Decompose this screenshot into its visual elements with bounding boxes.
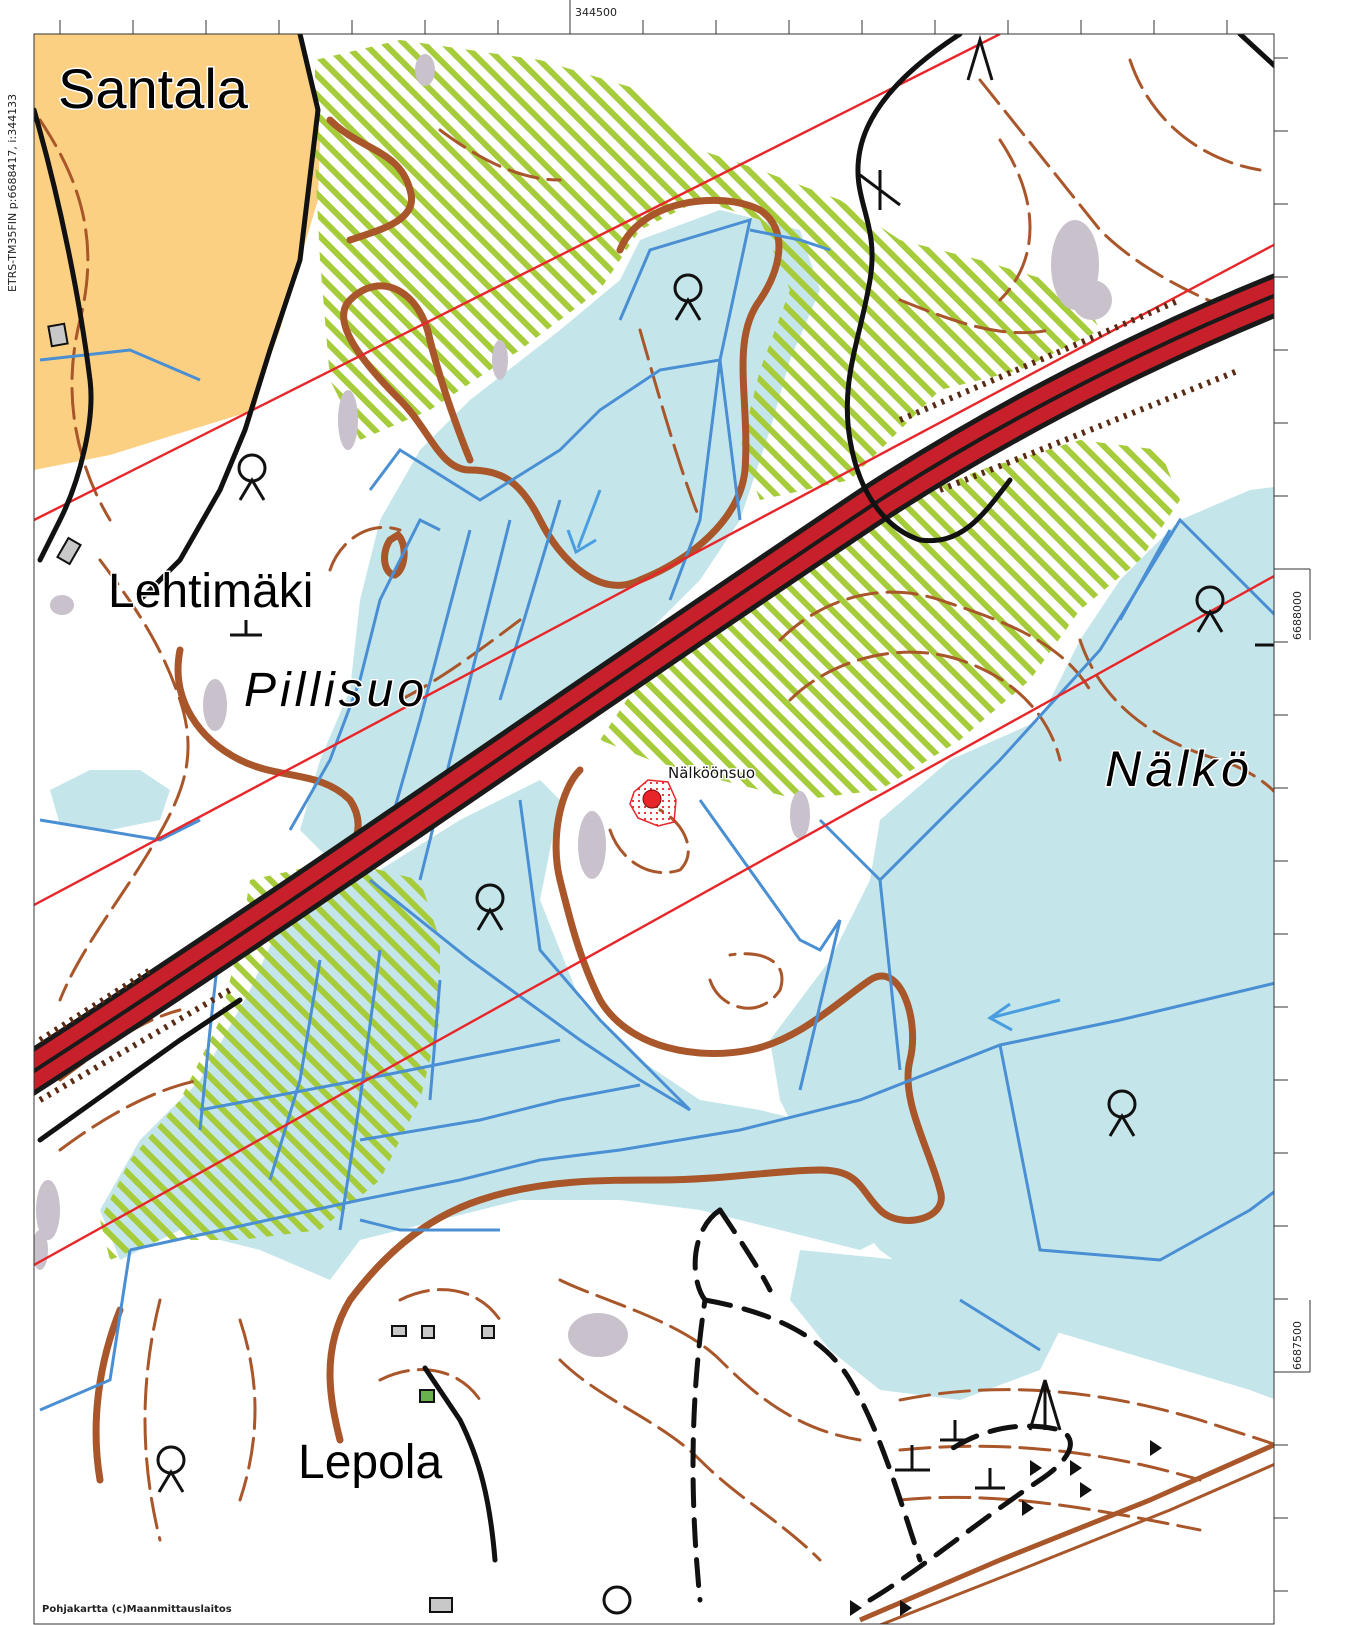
symbol-marker [475, 883, 505, 931]
coord-left-caption: ETRS-TM35FIN p:6688417, i:344133 [6, 94, 19, 292]
right-axis-ticks [1274, 57, 1311, 1592]
bog-area-north [300, 210, 820, 860]
coord-right-upper: 6688000 [1291, 591, 1304, 640]
coord-top: 344500 [575, 6, 617, 19]
red-guide-lines [34, 34, 1330, 1267]
motorway [34, 251, 1330, 1096]
hatched-zone-north [315, 40, 1100, 500]
embankment-ticks [38, 297, 1242, 1103]
bog-area-west [50, 770, 170, 830]
label-santala: Santala [58, 57, 249, 120]
rock-patches [34, 54, 1112, 1357]
symbol-marker [673, 273, 703, 321]
field-area [34, 34, 320, 470]
terrain-symbols [156, 34, 1290, 1615]
symbol-marker [1107, 1089, 1137, 1137]
ditch-lines [39, 217, 1330, 1412]
symbol-marker [602, 1585, 632, 1615]
bog-area-east [770, 480, 1330, 1420]
dashed-tracks [690, 1207, 1073, 1603]
label-lehtimaki: Lehtimäki [108, 565, 313, 618]
railway [859, 1417, 1330, 1624]
hatched-zone-middle [600, 440, 1180, 800]
map-content [34, 34, 1330, 1624]
symbol-marker [156, 1445, 186, 1493]
map-frame-right [1274, 34, 1330, 1624]
coord-right-lower: 6687500 [1291, 1321, 1304, 1370]
hatched-zone-south [100, 860, 440, 1260]
label-nalkoonsuo-large: Nälkö [1105, 741, 1253, 797]
top-axis-ticks [59, 0, 1228, 34]
symbol-marker [1195, 585, 1225, 633]
site-marker[interactable] [629, 779, 677, 827]
label-pillisuo: Pillisuo [244, 664, 428, 717]
site-point [642, 789, 662, 809]
label-lepola: Lepola [298, 1436, 442, 1489]
flow-arrows [566, 489, 1061, 1032]
bog-area-southeast [790, 1250, 1060, 1400]
buildings [47, 322, 495, 1613]
marker-label: Nälköönsuo [668, 764, 755, 782]
credit-text: Pohjakartta (c)Maanmittauslaitos [42, 1604, 232, 1615]
symbol-marker [237, 453, 267, 501]
black-paths [34, 34, 1293, 1563]
rail-triangles [850, 1440, 1162, 1616]
